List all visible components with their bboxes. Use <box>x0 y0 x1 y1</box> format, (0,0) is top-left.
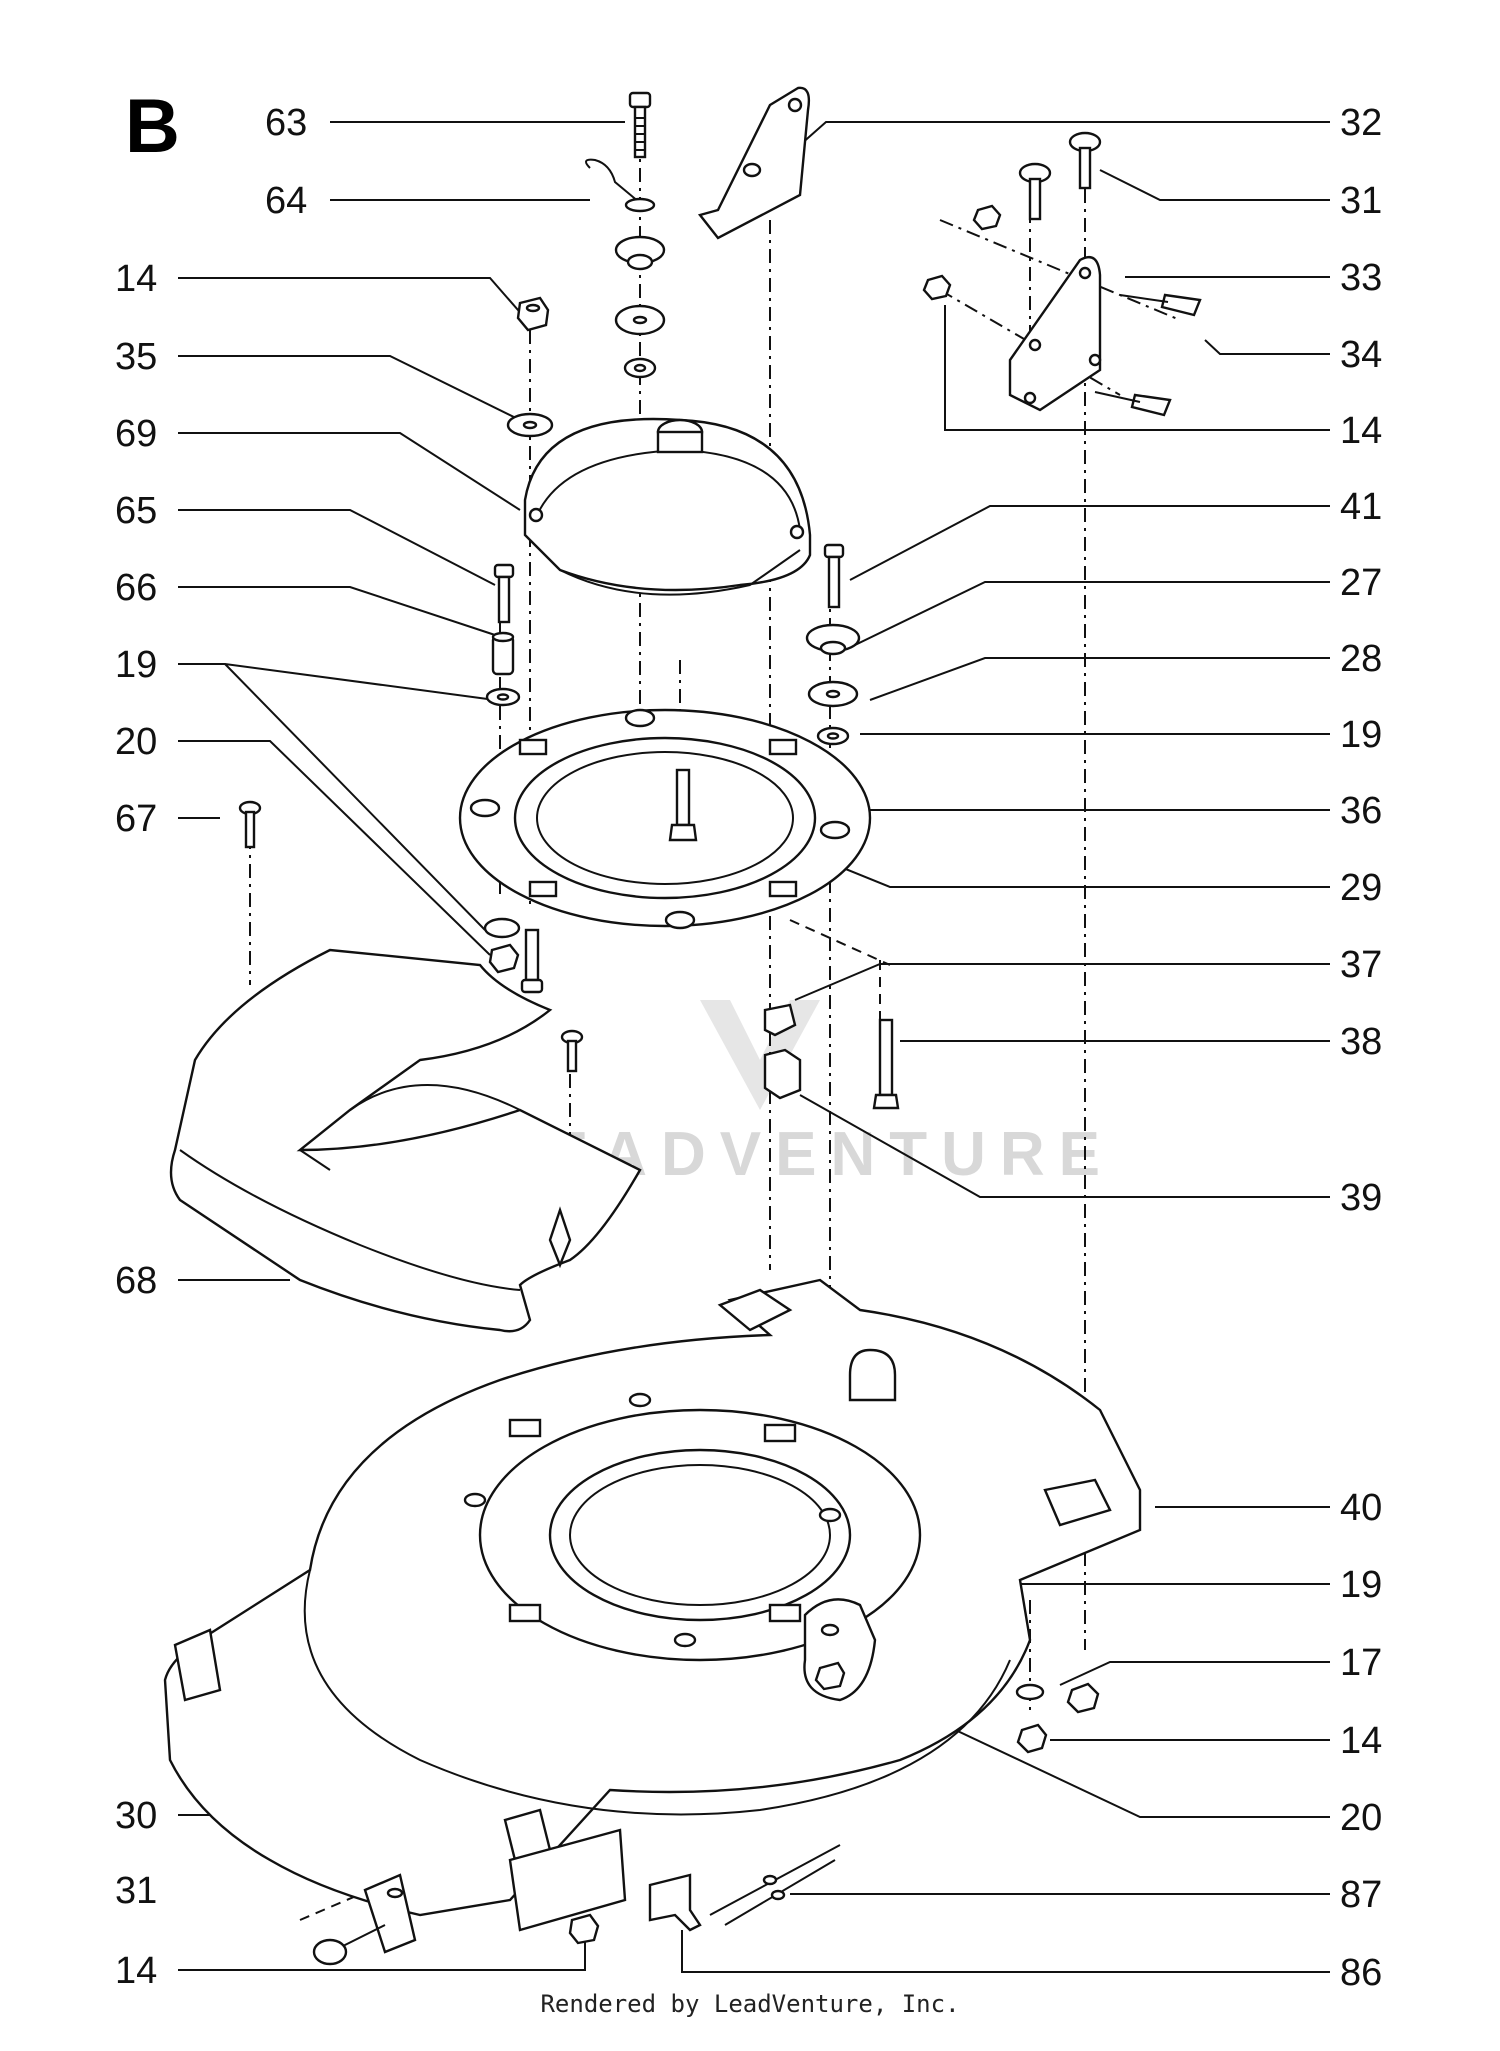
deck-40 <box>163 1278 1142 1932</box>
bracket-32 <box>697 86 811 240</box>
callout-27: 27 <box>1340 562 1382 604</box>
callouts-left: 63 64 14 35 69 65 66 19 20 67 68 30 31 1… <box>115 102 307 1992</box>
callout-31: 31 <box>1340 180 1382 222</box>
callout-63: 63 <box>265 102 307 144</box>
footer-credit: Rendered by LeadVenture, Inc. <box>540 1990 960 2018</box>
spacer-66 <box>491 631 515 676</box>
callout-87: 87 <box>1340 1874 1382 1916</box>
callout-29: 29 <box>1340 867 1382 909</box>
spring-plate-19 <box>803 1598 877 1702</box>
callouts-right: 32 31 33 34 14 41 27 28 19 36 29 37 38 3… <box>1340 102 1382 1994</box>
callout-65: 65 <box>115 490 157 532</box>
washer-19-left <box>485 687 521 707</box>
callout-19: 19 <box>1340 714 1382 756</box>
bolt-29 <box>668 768 698 842</box>
callout-68: 68 <box>115 1260 157 1302</box>
bracket-33 <box>1008 255 1102 412</box>
ring-69 <box>523 417 812 596</box>
bolt-41 <box>823 543 845 609</box>
washer-28 <box>807 680 859 708</box>
nut-14 <box>516 296 550 332</box>
callout-31: 31 <box>115 1870 157 1912</box>
bolt-under-plate <box>520 928 544 994</box>
callout-37: 37 <box>1340 944 1382 986</box>
callout-41: 41 <box>1340 486 1382 528</box>
wire-87 <box>709 1844 841 1926</box>
callout-30: 30 <box>115 1795 157 1837</box>
screw-cover <box>560 1029 584 1073</box>
pin-31 <box>312 1924 386 1966</box>
callout-69: 69 <box>115 413 157 455</box>
washer-19-right <box>816 726 850 746</box>
bolt-38 <box>872 1018 900 1110</box>
bolt-65 <box>493 563 515 624</box>
plate-36 <box>458 708 872 930</box>
nut-14-upper <box>922 204 1002 301</box>
callout-14: 14 <box>115 1950 157 1992</box>
section-letter: B <box>125 84 180 169</box>
screw-67 <box>238 800 262 849</box>
nut-14-lower <box>1016 1723 1048 1754</box>
callout-17: 17 <box>1340 1642 1382 1684</box>
hook-64 <box>585 158 656 213</box>
callout-36: 36 <box>1340 790 1382 832</box>
callout-14: 14 <box>1340 1720 1382 1762</box>
callout-33: 33 <box>1340 257 1382 299</box>
callout-39: 39 <box>1340 1177 1382 1219</box>
callout-19: 19 <box>1340 1564 1382 1606</box>
bracket-86 <box>648 1873 702 1932</box>
hinge-30 <box>363 1873 417 1954</box>
callout-86: 86 <box>1340 1952 1382 1994</box>
callout-20: 20 <box>1340 1797 1382 1839</box>
callout-14: 14 <box>115 258 157 300</box>
leader-lines <box>178 121 1330 1973</box>
carriage-bolt-31a <box>1068 131 1102 190</box>
washer-27 <box>805 623 861 656</box>
clip-37 <box>763 1003 797 1037</box>
carriage-bolt-31b <box>1018 162 1052 221</box>
screw-34 <box>1094 293 1202 417</box>
callout-34: 34 <box>1340 334 1382 376</box>
callout-19: 19 <box>115 644 157 686</box>
washer-35 <box>506 412 554 438</box>
callout-38: 38 <box>1340 1021 1382 1063</box>
callout-35: 35 <box>115 336 157 378</box>
bolt-63 <box>628 91 652 159</box>
callout-66: 66 <box>115 567 157 609</box>
callout-64: 64 <box>265 180 307 222</box>
nut-17 <box>1066 1682 1100 1714</box>
washer-20-nut <box>483 917 521 974</box>
callout-67: 67 <box>115 798 157 840</box>
cover-68 <box>169 948 642 1333</box>
callout-40: 40 <box>1340 1487 1382 1529</box>
callout-32: 32 <box>1340 102 1382 144</box>
callout-20: 20 <box>115 721 157 763</box>
washer-stack <box>614 235 666 379</box>
callout-28: 28 <box>1340 638 1382 680</box>
callout-14: 14 <box>1340 410 1382 452</box>
block-39 <box>763 1048 802 1100</box>
washer-17 <box>1015 1683 1045 1701</box>
nut-14-bottom <box>568 1913 600 1945</box>
